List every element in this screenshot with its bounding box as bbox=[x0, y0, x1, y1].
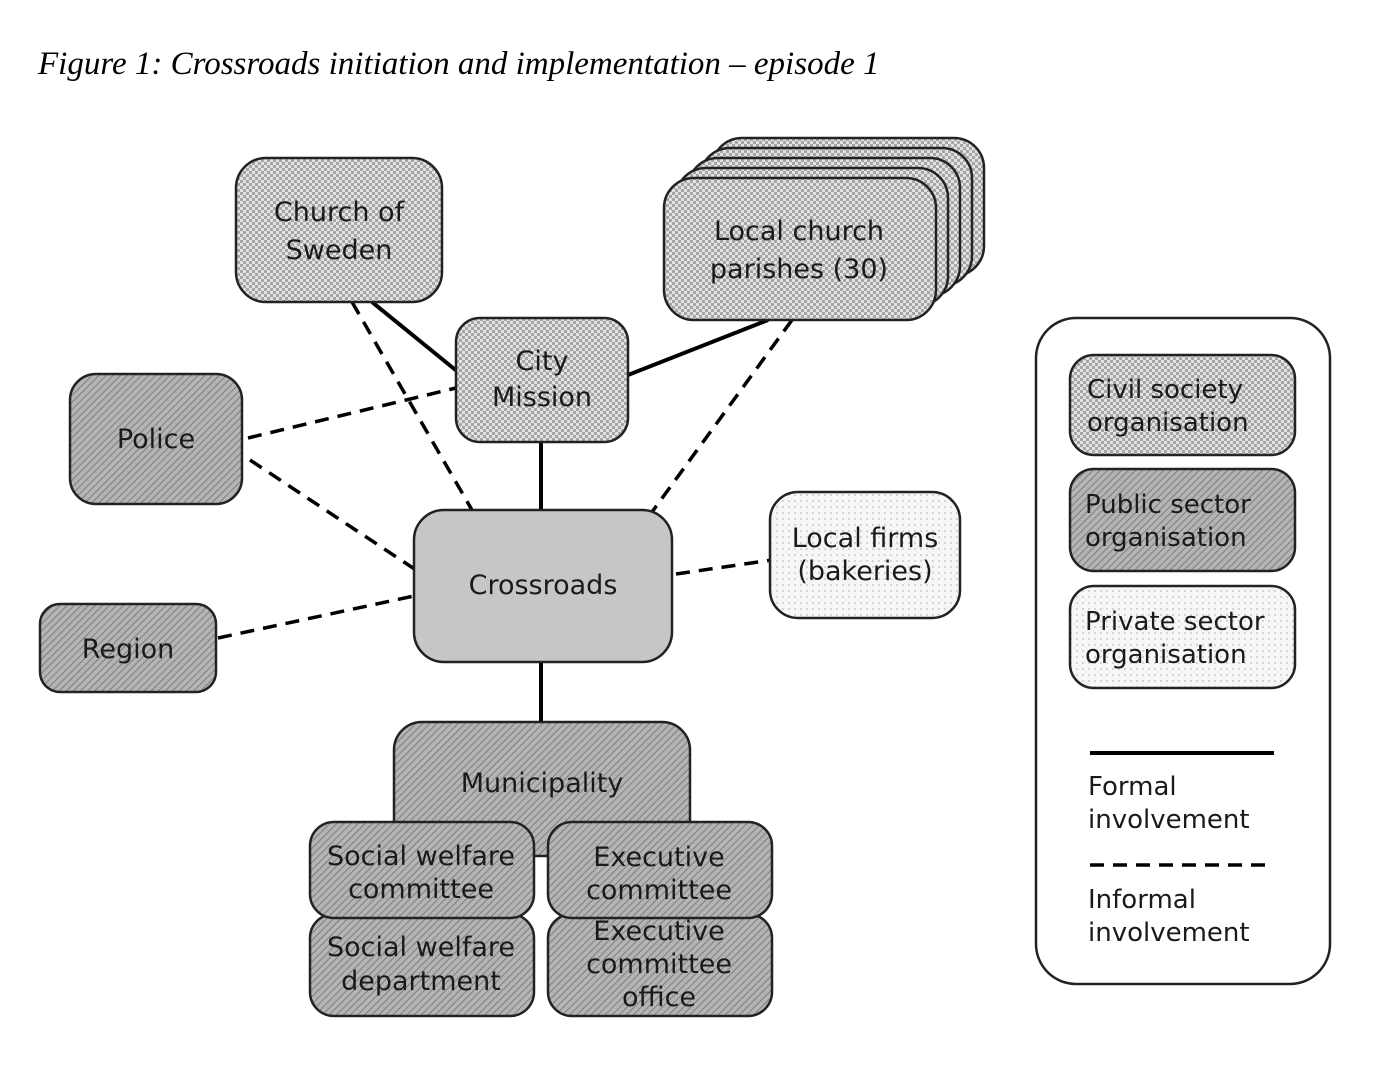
label-church-line1: Church of bbox=[274, 197, 406, 228]
label-swc-line2: committee bbox=[348, 874, 494, 905]
node-executive-committee-office: Executive committee office bbox=[546, 912, 774, 1018]
legend-formal-line2: involvement bbox=[1088, 805, 1250, 835]
edge-church-city-mission bbox=[370, 300, 460, 374]
label-swd-line2: department bbox=[341, 966, 501, 997]
edge-parishes-crossroads bbox=[650, 318, 794, 514]
label-eco-line2: committee bbox=[586, 949, 732, 980]
legend: Civil society organisation Public sector… bbox=[1034, 316, 1332, 986]
legend-informal-line1: Informal bbox=[1088, 885, 1196, 915]
label-parishes-line2: parishes (30) bbox=[710, 254, 888, 285]
label-ec-line2: committee bbox=[586, 875, 732, 906]
node-local-firms: Local firms (bakeries) bbox=[768, 490, 962, 620]
label-region: Region bbox=[82, 634, 174, 665]
legend-civil-line2: organisation bbox=[1087, 408, 1249, 438]
label-municipality: Municipality bbox=[461, 768, 624, 799]
node-region: Region bbox=[38, 602, 218, 694]
node-police: Police bbox=[68, 372, 244, 506]
label-ec-line1: Executive bbox=[593, 842, 724, 873]
node-church-of-sweden: Church of Sweden bbox=[234, 156, 444, 304]
label-eco-line3: office bbox=[622, 982, 696, 1013]
legend-public-line2: organisation bbox=[1085, 523, 1247, 553]
label-church-line2: Sweden bbox=[286, 235, 393, 266]
legend-private-line1: Private sector bbox=[1085, 607, 1265, 637]
legend-public-sector: Public sector organisation bbox=[1068, 467, 1297, 573]
label-city-mission-line1: City bbox=[516, 346, 569, 377]
node-social-welfare-committee: Social welfare committee bbox=[308, 820, 536, 920]
figure-title: Figure 1: Crossroads initiation and impl… bbox=[38, 46, 880, 82]
node-city-mission: City Mission bbox=[454, 316, 630, 444]
legend-civil-line1: Civil society bbox=[1087, 375, 1243, 405]
edge-firms-crossroads bbox=[675, 558, 773, 576]
legend-public-line1: Public sector bbox=[1085, 490, 1251, 520]
label-crossroads: Crossroads bbox=[469, 570, 618, 601]
edge-police-crossroads bbox=[249, 458, 417, 572]
legend-informal-line2: involvement bbox=[1088, 918, 1250, 948]
label-city-mission-line2: Mission bbox=[492, 382, 592, 413]
edge-parishes-city-mission bbox=[627, 318, 769, 377]
edge-region-crossroads bbox=[217, 594, 415, 640]
edge-church-crossroads bbox=[350, 301, 474, 511]
legend-formal-line1: Formal bbox=[1088, 772, 1177, 802]
label-swc-line1: Social welfare bbox=[327, 841, 515, 872]
label-police: Police bbox=[117, 424, 195, 455]
node-social-welfare-department: Social welfare department bbox=[308, 912, 536, 1018]
legend-private-line2: organisation bbox=[1085, 640, 1247, 670]
label-firms-line1: Local firms bbox=[792, 523, 939, 554]
label-eco-line1: Executive bbox=[593, 916, 724, 947]
label-parishes-line1: Local church bbox=[714, 216, 884, 247]
edge-police-city-mission bbox=[247, 386, 457, 440]
node-executive-committee: Executive committee bbox=[546, 820, 774, 920]
legend-civil-society: Civil society organisation bbox=[1068, 353, 1297, 457]
node-local-church-parishes: Local church parishes (30) bbox=[662, 136, 986, 322]
legend-private-sector: Private sector organisation bbox=[1068, 584, 1297, 690]
edges bbox=[217, 300, 794, 722]
label-firms-line2: (bakeries) bbox=[797, 556, 932, 587]
label-swd-line1: Social welfare bbox=[327, 932, 515, 963]
node-crossroads: Crossroads bbox=[412, 508, 674, 664]
